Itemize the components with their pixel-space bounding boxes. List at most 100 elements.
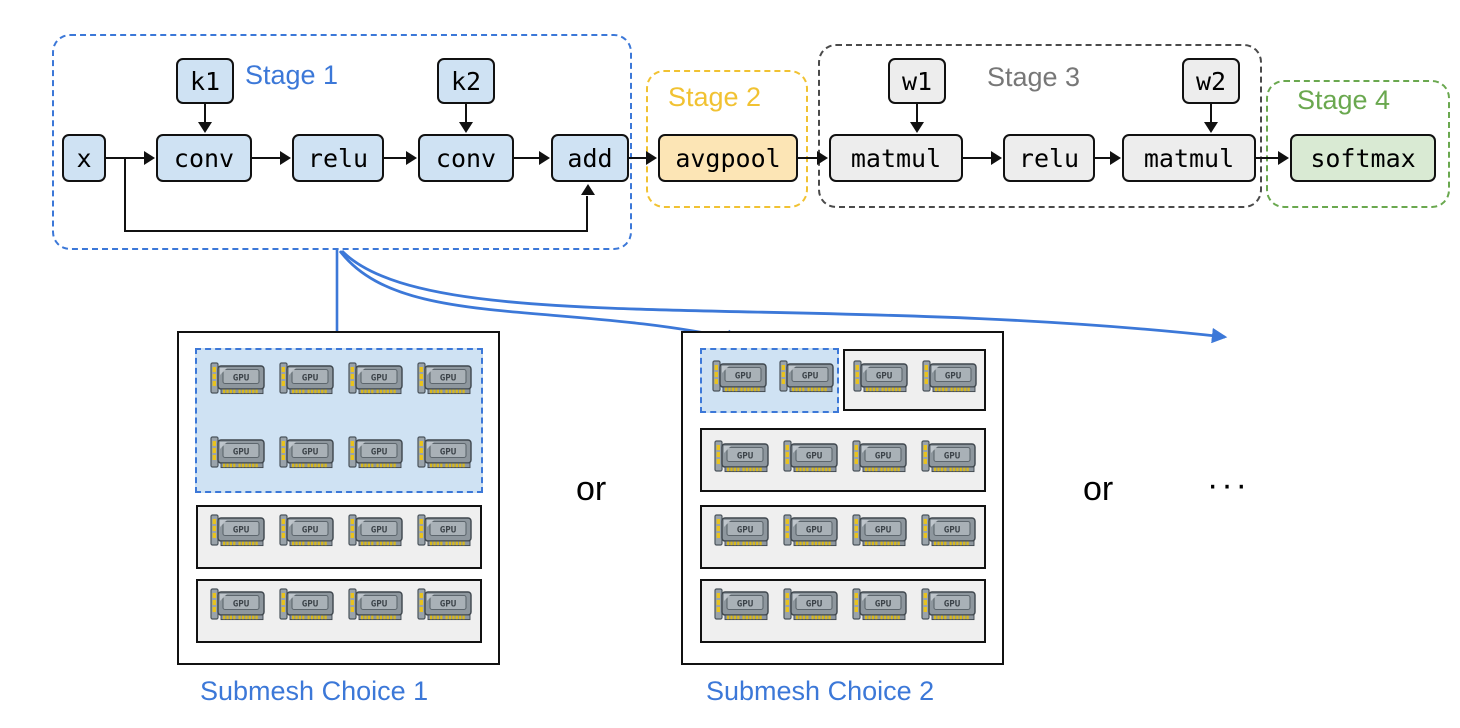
stage-4-label: Stage 4: [1297, 85, 1391, 115]
svg-text:GPU: GPU: [944, 524, 961, 535]
gpu-card-c2-r2-c3[interactable]: GPU: [851, 438, 909, 474]
gpu-card-c2-r2-c2[interactable]: GPU: [782, 438, 840, 474]
edge-avgpool-matmul1: [798, 157, 817, 159]
svg-text:GPU: GPU: [802, 370, 819, 381]
node-add[interactable]: add: [551, 134, 629, 182]
node-relu2[interactable]: relu: [1003, 134, 1095, 182]
edge-w2-matmul2: [1210, 104, 1212, 122]
svg-text:GPU: GPU: [302, 524, 319, 535]
gpu-card-c1-r4-c1[interactable]: GPU: [209, 586, 267, 622]
edge-k2-conv2-arrowhead: [459, 122, 473, 133]
gpu-card-c2-r1-c1[interactable]: GPU: [711, 358, 769, 394]
gpu-card-c1-r4-c3[interactable]: GPU: [347, 586, 405, 622]
gpu-card-c1-r1-c3[interactable]: GPU: [347, 360, 405, 396]
svg-text:GPU: GPU: [233, 598, 250, 609]
svg-text:GPU: GPU: [233, 446, 250, 457]
gpu-card-c1-r4-c4[interactable]: GPU: [416, 586, 474, 622]
gpu-card-c2-r3-c3[interactable]: GPU: [851, 512, 909, 548]
gpu-card-c2-r1-c2[interactable]: GPU: [778, 358, 836, 394]
svg-text:GPU: GPU: [233, 372, 250, 383]
svg-text:GPU: GPU: [875, 598, 892, 609]
edge-matmul2-softmax-arrowhead: [1278, 151, 1289, 165]
gpu-card-c2-r4-c4[interactable]: GPU: [920, 586, 978, 622]
node-k2[interactable]: k2: [437, 58, 495, 104]
gpu-card-c1-r3-c4[interactable]: GPU: [416, 512, 474, 548]
gpu-card-c1-r1-c4[interactable]: GPU: [416, 360, 474, 396]
edge-relu1-conv2-arrowhead: [406, 151, 417, 165]
svg-text:GPU: GPU: [233, 524, 250, 535]
svg-text:GPU: GPU: [944, 598, 961, 609]
node-x[interactable]: x: [62, 134, 106, 182]
edge-avgpool-matmul1-arrowhead: [817, 151, 828, 165]
gpu-card-c2-r1-c3[interactable]: GPU: [852, 358, 910, 394]
svg-text:GPU: GPU: [806, 450, 823, 461]
gpu-card-c1-r3-c2[interactable]: GPU: [278, 512, 336, 548]
svg-text:GPU: GPU: [371, 372, 388, 383]
node-matmul1[interactable]: matmul: [829, 134, 963, 182]
svg-text:GPU: GPU: [944, 450, 961, 461]
gpu-card-c2-r3-c4[interactable]: GPU: [920, 512, 978, 548]
edge-skip-down: [124, 157, 126, 232]
stage-2-container: [646, 70, 808, 208]
svg-text:GPU: GPU: [875, 524, 892, 535]
edge-x-conv1-arrowhead: [144, 151, 155, 165]
edge-k1-conv1: [204, 104, 206, 122]
svg-text:GPU: GPU: [440, 372, 457, 383]
node-conv2[interactable]: conv: [418, 134, 514, 182]
edge-add-avgpool-arrowhead: [646, 151, 657, 165]
edge-skip-arrowhead: [581, 184, 595, 195]
svg-text:GPU: GPU: [737, 598, 754, 609]
node-relu1[interactable]: relu: [292, 134, 384, 182]
gpu-card-c1-r3-c3[interactable]: GPU: [347, 512, 405, 548]
gpu-card-c1-r2-c2[interactable]: GPU: [278, 434, 336, 470]
connector-arrow-2: [338, 250, 743, 345]
gpu-card-c2-r4-c3[interactable]: GPU: [851, 586, 909, 622]
edge-skip-up: [586, 196, 588, 232]
svg-text:GPU: GPU: [371, 446, 388, 457]
node-w1[interactable]: w1: [888, 58, 946, 104]
node-conv1[interactable]: conv: [156, 134, 252, 182]
svg-text:GPU: GPU: [737, 450, 754, 461]
gpu-card-c1-r3-c1[interactable]: GPU: [209, 512, 267, 548]
node-matmul2[interactable]: matmul: [1122, 134, 1256, 182]
svg-text:GPU: GPU: [876, 370, 893, 381]
stage-4-container: [1266, 80, 1450, 208]
svg-text:GPU: GPU: [945, 370, 962, 381]
edge-w1-matmul1-arrowhead: [910, 122, 924, 133]
gpu-card-c2-r1-c4[interactable]: GPU: [921, 358, 979, 394]
gpu-card-c2-r2-c4[interactable]: GPU: [920, 438, 978, 474]
gpu-card-c2-r3-c2[interactable]: GPU: [782, 512, 840, 548]
edge-conv1-relu1: [252, 157, 280, 159]
node-w2[interactable]: w2: [1182, 58, 1240, 104]
node-k1[interactable]: k1: [176, 58, 234, 104]
node-softmax[interactable]: softmax: [1290, 134, 1436, 182]
gpu-card-c2-r3-c1[interactable]: GPU: [713, 512, 771, 548]
gpu-card-c1-r2-c3[interactable]: GPU: [347, 434, 405, 470]
edge-relu2-matmul2: [1095, 157, 1110, 159]
or-separator-1: or: [576, 470, 607, 508]
or-separator-2: or: [1083, 470, 1114, 508]
gpu-card-c2-r2-c1[interactable]: GPU: [713, 438, 771, 474]
svg-text:GPU: GPU: [371, 524, 388, 535]
gpu-card-c2-r4-c1[interactable]: GPU: [713, 586, 771, 622]
stage-3-container: [818, 44, 1262, 208]
gpu-card-c1-r4-c2[interactable]: GPU: [278, 586, 336, 622]
edge-skip-across: [124, 230, 588, 232]
gpu-card-c1-r2-c1[interactable]: GPU: [209, 434, 267, 470]
gpu-card-c2-r4-c2[interactable]: GPU: [782, 586, 840, 622]
gpu-card-c1-r2-c4[interactable]: GPU: [416, 434, 474, 470]
node-avgpool[interactable]: avgpool: [658, 134, 798, 182]
stage-2-label: Stage 2: [668, 82, 762, 112]
connector-arrow-3: [341, 250, 1228, 344]
svg-text:GPU: GPU: [302, 372, 319, 383]
submesh-choice-2-caption: Submesh Choice 2: [706, 676, 935, 706]
svg-text:GPU: GPU: [302, 598, 319, 609]
edge-conv1-relu1-arrowhead: [280, 151, 291, 165]
svg-text:GPU: GPU: [806, 524, 823, 535]
stage-1-label: Stage 1: [245, 60, 339, 90]
gpu-card-c1-r1-c2[interactable]: GPU: [278, 360, 336, 396]
gpu-card-c1-r1-c1[interactable]: GPU: [209, 360, 267, 396]
edge-matmul1-relu2-arrowhead: [991, 151, 1002, 165]
svg-text:GPU: GPU: [737, 524, 754, 535]
